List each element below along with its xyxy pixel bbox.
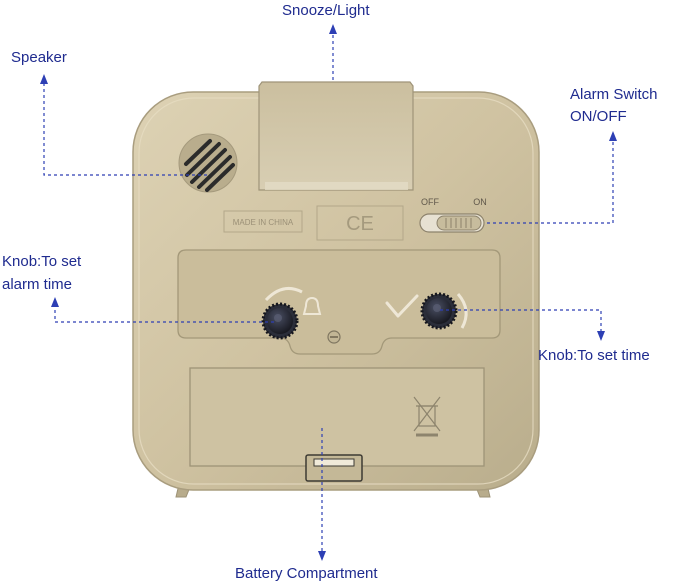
ce-mark: CE bbox=[346, 213, 374, 235]
battery-compartment-label: Battery Compartment bbox=[235, 565, 378, 582]
alarm-knob-cap bbox=[274, 314, 282, 322]
ce-mark-plate bbox=[316, 205, 404, 241]
snooze-button-bottom-strip bbox=[265, 182, 408, 190]
time-knob-cap bbox=[433, 304, 441, 312]
snooze-light-label: Snooze/Light bbox=[282, 2, 370, 19]
switch-off-label: OFF bbox=[421, 197, 439, 207]
battery-latch-tab bbox=[313, 458, 355, 467]
switch-on-label: ON bbox=[473, 197, 487, 207]
alarm-switch-label-line1: Alarm Switch bbox=[570, 86, 658, 103]
checkmark-icon bbox=[385, 294, 419, 318]
made-in-china-text: MADE IN CHINA bbox=[233, 218, 294, 227]
alarm-switch-slider[interactable] bbox=[436, 215, 482, 231]
alarm-knob-label-line2: alarm time bbox=[2, 276, 73, 293]
leader-alarm-switch bbox=[487, 137, 614, 224]
alarm-knob-label-line1: Knob:To set bbox=[2, 253, 82, 270]
time-knob-label: Knob:To set time bbox=[538, 347, 650, 364]
bell-icon bbox=[302, 296, 322, 315]
recycle-bin-icon bbox=[413, 396, 441, 437]
battery-compartment-cover[interactable] bbox=[189, 367, 485, 467]
speaker-label: Speaker bbox=[11, 49, 67, 66]
made-in-china-plate bbox=[223, 210, 303, 233]
alarm-switch-label-line2: ON/OFF bbox=[570, 108, 627, 125]
leader-alarm-knob bbox=[54, 303, 274, 323]
snooze-light-button[interactable] bbox=[258, 81, 414, 191]
leader-speaker bbox=[43, 80, 207, 176]
speaker-grille bbox=[178, 133, 238, 193]
leader-lines bbox=[40, 24, 617, 561]
alarm-knob-arc bbox=[264, 286, 303, 302]
